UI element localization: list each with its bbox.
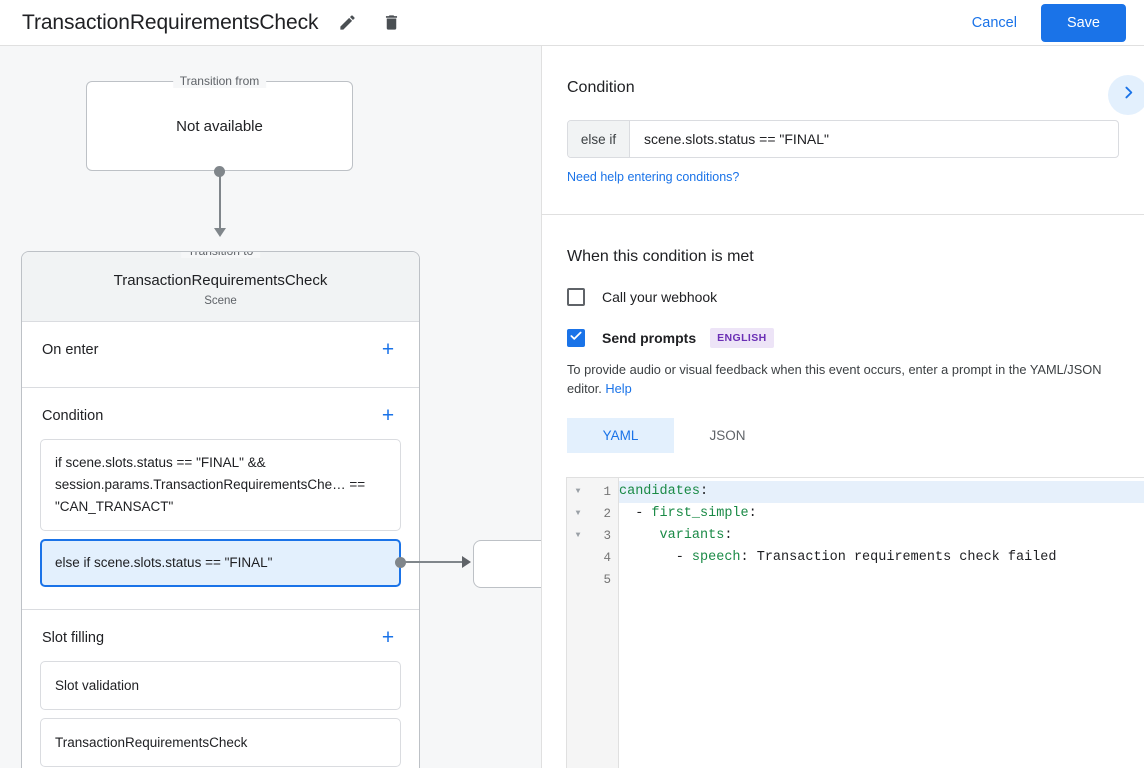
webhook-row[interactable]: Call your webhook bbox=[567, 288, 1119, 306]
when-condition-met-block: When this condition is met Call your web… bbox=[542, 215, 1144, 453]
fold-toggle-icon[interactable]: ▼ bbox=[575, 531, 581, 540]
scene-subtitle: Scene bbox=[204, 295, 237, 307]
yaml-value: : Transaction requirements check failed bbox=[740, 550, 1057, 565]
help-link[interactable]: Help bbox=[605, 381, 632, 396]
send-prompts-checkbox[interactable] bbox=[567, 329, 585, 347]
line-number: 4 bbox=[603, 551, 611, 565]
page-title: TransactionRequirementsCheck bbox=[22, 10, 319, 34]
code-line[interactable]: candidates: bbox=[619, 481, 1144, 503]
fold-toggle-icon[interactable]: ▼ bbox=[575, 487, 581, 496]
connector-arrow-down bbox=[214, 228, 226, 237]
tab-yaml[interactable]: YAML bbox=[567, 418, 674, 453]
section-on-enter: On enter + bbox=[22, 322, 419, 388]
yaml-key: speech bbox=[691, 550, 741, 565]
scene-title: TransactionRequirementsCheck bbox=[113, 272, 328, 289]
section-on-enter-title: On enter bbox=[42, 341, 99, 358]
condition-heading: Condition bbox=[567, 79, 635, 96]
add-condition-icon[interactable]: + bbox=[381, 404, 395, 427]
section-condition-title: Condition bbox=[42, 407, 104, 424]
section-slot-filling-header: Slot filling + bbox=[22, 610, 419, 661]
send-prompts-row[interactable]: Send prompts ENGLISH bbox=[567, 328, 1119, 348]
condition-field[interactable]: else if bbox=[567, 120, 1119, 158]
section-on-enter-header: On enter + bbox=[22, 322, 419, 373]
add-slot-filling-icon[interactable]: + bbox=[381, 626, 395, 649]
gutter-row: ▼2 bbox=[567, 503, 618, 525]
fold-toggle-icon[interactable]: ▼ bbox=[575, 509, 581, 518]
condition-item[interactable]: if scene.slots.status == "FINAL" && sess… bbox=[40, 439, 401, 531]
condition-input[interactable] bbox=[630, 121, 1118, 157]
transition-from-card: Transition from Not available bbox=[86, 74, 353, 171]
chevron-right-icon bbox=[1120, 84, 1137, 106]
code-line[interactable]: variants: bbox=[619, 525, 1144, 547]
transition-to-card: Transition to TransactionRequirementsChe… bbox=[21, 251, 420, 768]
scene-header: TransactionRequirementsCheck Scene bbox=[22, 252, 419, 322]
call-webhook-checkbox[interactable] bbox=[567, 288, 585, 306]
gutter-row: 5 bbox=[567, 569, 618, 591]
delete-button[interactable] bbox=[376, 8, 406, 38]
connector-line-vertical bbox=[219, 171, 221, 229]
tab-json[interactable]: JSON bbox=[709, 428, 746, 443]
cancel-button[interactable]: Cancel bbox=[958, 6, 1031, 40]
editor-code-area[interactable]: candidates: - first_simple: variants: - … bbox=[619, 478, 1144, 768]
yaml-key: candidates bbox=[619, 484, 701, 499]
slot-filling-item[interactable]: Slot validation bbox=[40, 661, 401, 710]
call-webhook-label: Call your webhook bbox=[602, 289, 718, 305]
section-condition-header: Condition + bbox=[22, 388, 419, 439]
code-line[interactable]: - first_simple: bbox=[619, 506, 757, 521]
line-number: 1 bbox=[603, 485, 611, 499]
code-line[interactable]: - speech: Transaction requirements check… bbox=[619, 550, 1057, 565]
language-badge: ENGLISH bbox=[710, 328, 774, 348]
send-prompts-label: Send prompts bbox=[602, 330, 697, 346]
when-met-heading: When this condition is met bbox=[567, 248, 754, 265]
yaml-key: first_simple bbox=[651, 506, 749, 521]
transition-from-legend: Transition from bbox=[172, 74, 267, 88]
collapse-panel-button[interactable] bbox=[1108, 75, 1144, 115]
connector-line-horizontal bbox=[400, 561, 465, 563]
trash-icon bbox=[382, 13, 401, 32]
send-prompts-hint: To provide audio or visual feedback when… bbox=[567, 360, 1119, 398]
yaml-key: variants bbox=[659, 528, 725, 543]
pencil-icon bbox=[338, 13, 357, 32]
yaml-value: : bbox=[748, 506, 757, 521]
edit-name-button[interactable] bbox=[332, 8, 362, 38]
target-node-card[interactable] bbox=[473, 540, 541, 588]
transition-from-value: Not available bbox=[176, 117, 263, 135]
yaml-value: : bbox=[700, 484, 709, 499]
connector-arrow-right bbox=[462, 556, 471, 568]
gutter-row: 4 bbox=[567, 547, 618, 569]
gutter-row: ▼1 bbox=[567, 481, 618, 503]
save-button[interactable]: Save bbox=[1040, 3, 1126, 42]
condition-item-selected[interactable]: else if scene.slots.status == "FINAL" bbox=[40, 539, 401, 587]
section-slot-filling-title: Slot filling bbox=[42, 629, 105, 646]
yaml-value: : bbox=[724, 528, 733, 543]
code-line[interactable] bbox=[619, 569, 1144, 591]
gutter-row: ▼3 bbox=[567, 525, 618, 547]
hint-text: To provide audio or visual feedback when… bbox=[567, 362, 1102, 396]
condition-block: Condition else if Need help entering con… bbox=[542, 46, 1144, 186]
line-number: 2 bbox=[603, 507, 611, 521]
top-bar: TransactionRequirementsCheck Cancel Save bbox=[0, 0, 1144, 46]
transition-to-legend: Transition to bbox=[180, 252, 261, 258]
section-slot-filling: Slot filling + Slot validation Transacti… bbox=[22, 610, 419, 768]
condition-prefix-label: else if bbox=[568, 121, 630, 157]
slot-filling-item[interactable]: TransactionRequirementsCheck bbox=[40, 718, 401, 767]
section-condition: Condition + if scene.slots.status == "FI… bbox=[22, 388, 419, 610]
line-number: 3 bbox=[603, 529, 611, 543]
panel-divider bbox=[542, 214, 1144, 215]
line-number: 5 bbox=[603, 573, 611, 587]
editor-format-tabs: YAML JSON bbox=[567, 418, 1119, 453]
check-icon bbox=[569, 329, 583, 348]
flow-canvas[interactable]: Transition from Not available Transition… bbox=[0, 46, 541, 768]
add-on-enter-icon[interactable]: + bbox=[381, 338, 395, 361]
need-help-conditions-link[interactable]: Need help entering conditions? bbox=[567, 170, 740, 184]
